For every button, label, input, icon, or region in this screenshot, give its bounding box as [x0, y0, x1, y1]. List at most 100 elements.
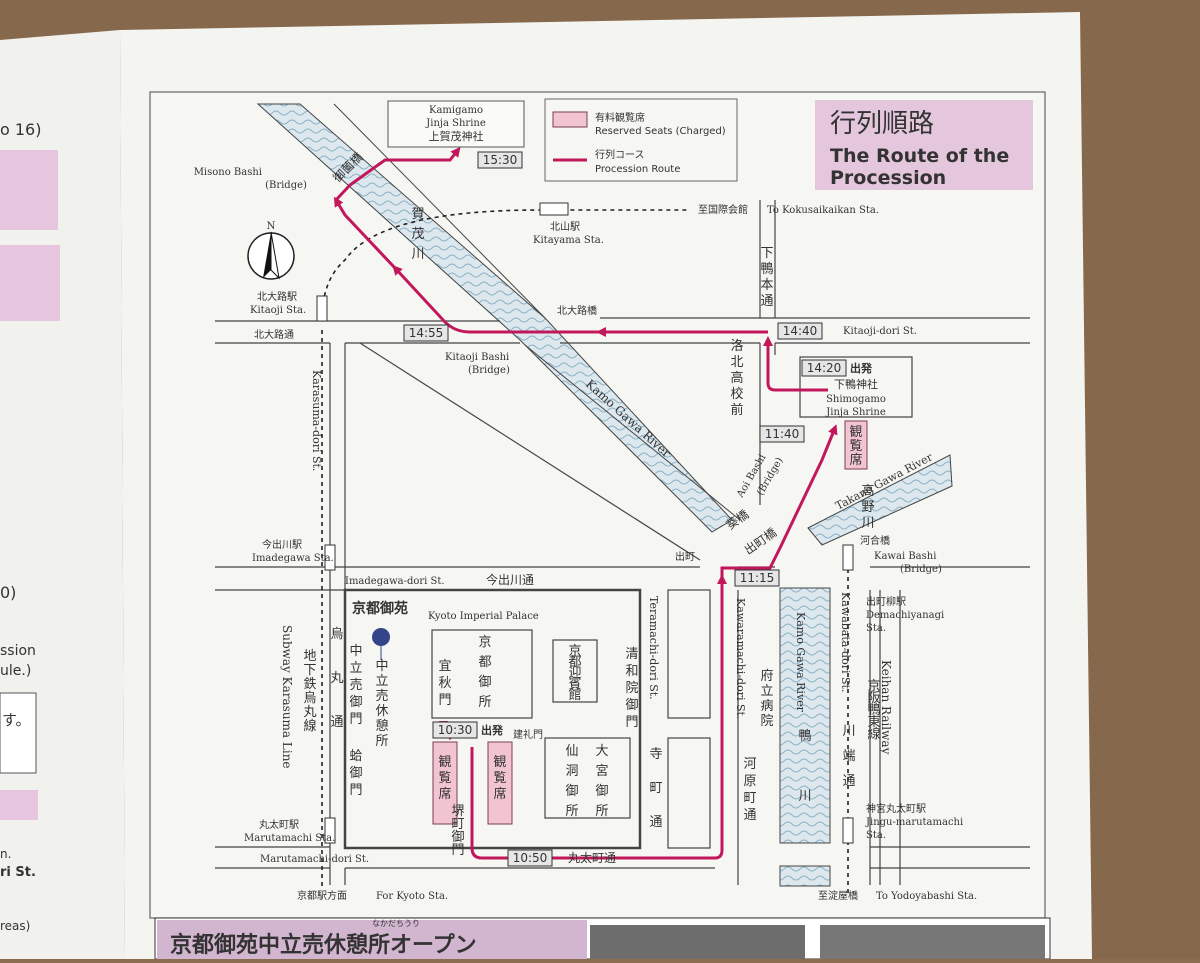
svg-text:N: N: [267, 221, 276, 232]
svg-text:川: 川: [798, 789, 811, 804]
svg-text:御: 御: [595, 784, 608, 799]
svg-text:神宮丸太町駅: 神宮丸太町駅: [866, 802, 926, 815]
start-label-1: 出発: [850, 361, 873, 375]
legend-seats-en: Reserved Seats (Charged): [595, 126, 726, 137]
shimogamo-shrine: 下鴨神社 Shimogamo Jinja Shrine: [825, 377, 886, 418]
svg-text:覧: 覧: [438, 770, 451, 786]
title-en-2: Procession: [830, 167, 946, 189]
legend-seats-ja: 有料観覧席: [595, 111, 645, 124]
svg-text:Kitaoji Sta.: Kitaoji Sta.: [250, 305, 306, 316]
svg-text:観: 観: [493, 755, 506, 770]
svg-text:下: 下: [303, 663, 316, 678]
svg-text:烏: 烏: [330, 626, 343, 642]
svg-text:休: 休: [375, 704, 388, 719]
time-1420: 14:20: [807, 361, 842, 375]
banner-ruby: なかだちうり: [372, 919, 420, 928]
svg-text:丸太町駅: 丸太町駅: [259, 818, 299, 831]
svg-text:Marutamachi-dori St.: Marutamachi-dori St.: [260, 854, 369, 865]
bottom-banner: なかだちうり 京都御苑中立売休憩所オープン: [154, 917, 1051, 960]
svg-text:Imadegawa Sta.: Imadegawa Sta.: [252, 553, 334, 564]
svg-text:通: 通: [649, 815, 662, 830]
svg-text:茂: 茂: [411, 227, 424, 242]
title-en-1: The Route of the: [830, 145, 1009, 167]
svg-text:丸: 丸: [330, 671, 343, 686]
svg-text:Kitayama Sta.: Kitayama Sta.: [533, 235, 604, 246]
time-1530: 15:30: [483, 153, 518, 167]
svg-text:鴨: 鴨: [798, 729, 811, 744]
svg-text:(Bridge): (Bridge): [468, 365, 510, 376]
svg-text:御: 御: [565, 784, 578, 799]
svg-text:下: 下: [760, 246, 773, 261]
svg-text:清: 清: [625, 647, 638, 662]
svg-text:席: 席: [493, 786, 506, 802]
keihan-line-label: Keihan Railway: [879, 660, 893, 755]
kamigamo-shrine: Kamigamo Jinja Shrine 上賀茂神社: [387, 100, 525, 148]
kamo-river-label-2: Kamo Gawa River: [794, 612, 807, 713]
left-text-5: す。: [2, 711, 31, 729]
title-ja: 行列順路: [830, 109, 934, 139]
roads: [215, 200, 1030, 885]
svg-text:Jinja Shrine: Jinja Shrine: [825, 407, 886, 418]
gate-gishumon: 宜秋門: [438, 659, 451, 708]
legend-seat-swatch: [552, 111, 588, 128]
svg-text:Marutamachi Sta.: Marutamachi Sta.: [244, 833, 335, 844]
gate-hamaguri: 蛤御門: [349, 749, 362, 798]
svg-text:鴨: 鴨: [760, 262, 773, 277]
svg-text:鉄: 鉄: [303, 677, 316, 692]
svg-text:中: 中: [375, 659, 388, 674]
svg-text:阪: 阪: [867, 691, 880, 706]
svg-text:京: 京: [867, 679, 880, 694]
svg-text:Sta.: Sta.: [866, 623, 886, 634]
svg-text:To Kokusaikaikan Sta.: To Kokusaikaikan Sta.: [767, 205, 879, 216]
svg-text:観: 観: [849, 425, 862, 440]
left-text-1: o 16): [0, 120, 41, 139]
svg-text:宜: 宜: [438, 659, 451, 674]
svg-text:Kitaoji Bashi: Kitaoji Bashi: [445, 352, 509, 363]
svg-text:秋: 秋: [438, 676, 451, 691]
svg-text:北大路通: 北大路通: [254, 328, 294, 341]
svg-text:都: 都: [478, 655, 491, 670]
svg-text:館: 館: [568, 688, 581, 703]
left-text-6: n.: [0, 847, 11, 861]
svg-text:高: 高: [730, 370, 743, 386]
time-1115: 11:15: [740, 571, 775, 585]
svg-text:迎: 迎: [568, 666, 581, 681]
svg-text:所: 所: [478, 695, 491, 710]
svg-text:川: 川: [861, 516, 874, 531]
reserved-seats: [432, 420, 868, 825]
svg-text:病: 病: [760, 699, 773, 714]
svg-text:Kyoto Imperial Palace: Kyoto Imperial Palace: [428, 611, 539, 622]
svg-text:通: 通: [760, 294, 773, 309]
subway-line-label: Subway Karasuma Line: [280, 625, 294, 769]
svg-text:通: 通: [842, 774, 855, 789]
svg-text:本: 本: [760, 278, 773, 293]
compass-icon: N: [247, 221, 295, 280]
svg-text:門: 門: [438, 693, 451, 708]
start-label-2: 出発: [481, 723, 504, 737]
svg-text:丸: 丸: [303, 705, 316, 720]
imperial-palace: 京都御苑 Kyoto Imperial Palace 建礼門: [352, 600, 543, 741]
rest-area-marker: [372, 628, 390, 646]
svg-text:今出川駅: 今出川駅: [262, 538, 302, 551]
svg-text:所: 所: [595, 804, 608, 819]
legend-route-ja: 行列コース: [595, 148, 645, 161]
svg-text:Jingu-marutamachi: Jingu-marutamachi: [865, 817, 963, 828]
svg-text:Imadegawa-dori St.: Imadegawa-dori St.: [345, 576, 445, 587]
svg-text:都: 都: [568, 655, 581, 670]
karasuma-street-label: Karasuma-dori St.: [310, 370, 323, 471]
svg-text:河合橋: 河合橋: [860, 534, 890, 547]
svg-text:宮: 宮: [595, 763, 608, 779]
svg-text:町: 町: [451, 817, 464, 832]
kawabata-street-label: Kawabata-dori St.: [839, 592, 852, 692]
svg-text:京都駅方面: 京都駅方面: [297, 889, 347, 902]
teramachi-street-label: Teramachi-dori St.: [647, 596, 660, 700]
svg-text:Kitaoji-dori St.: Kitaoji-dori St.: [843, 326, 917, 337]
svg-text:線: 線: [867, 726, 880, 742]
svg-text:仙: 仙: [565, 744, 578, 759]
svg-text:洞: 洞: [565, 764, 578, 779]
left-text-7: ri St.: [0, 865, 36, 880]
